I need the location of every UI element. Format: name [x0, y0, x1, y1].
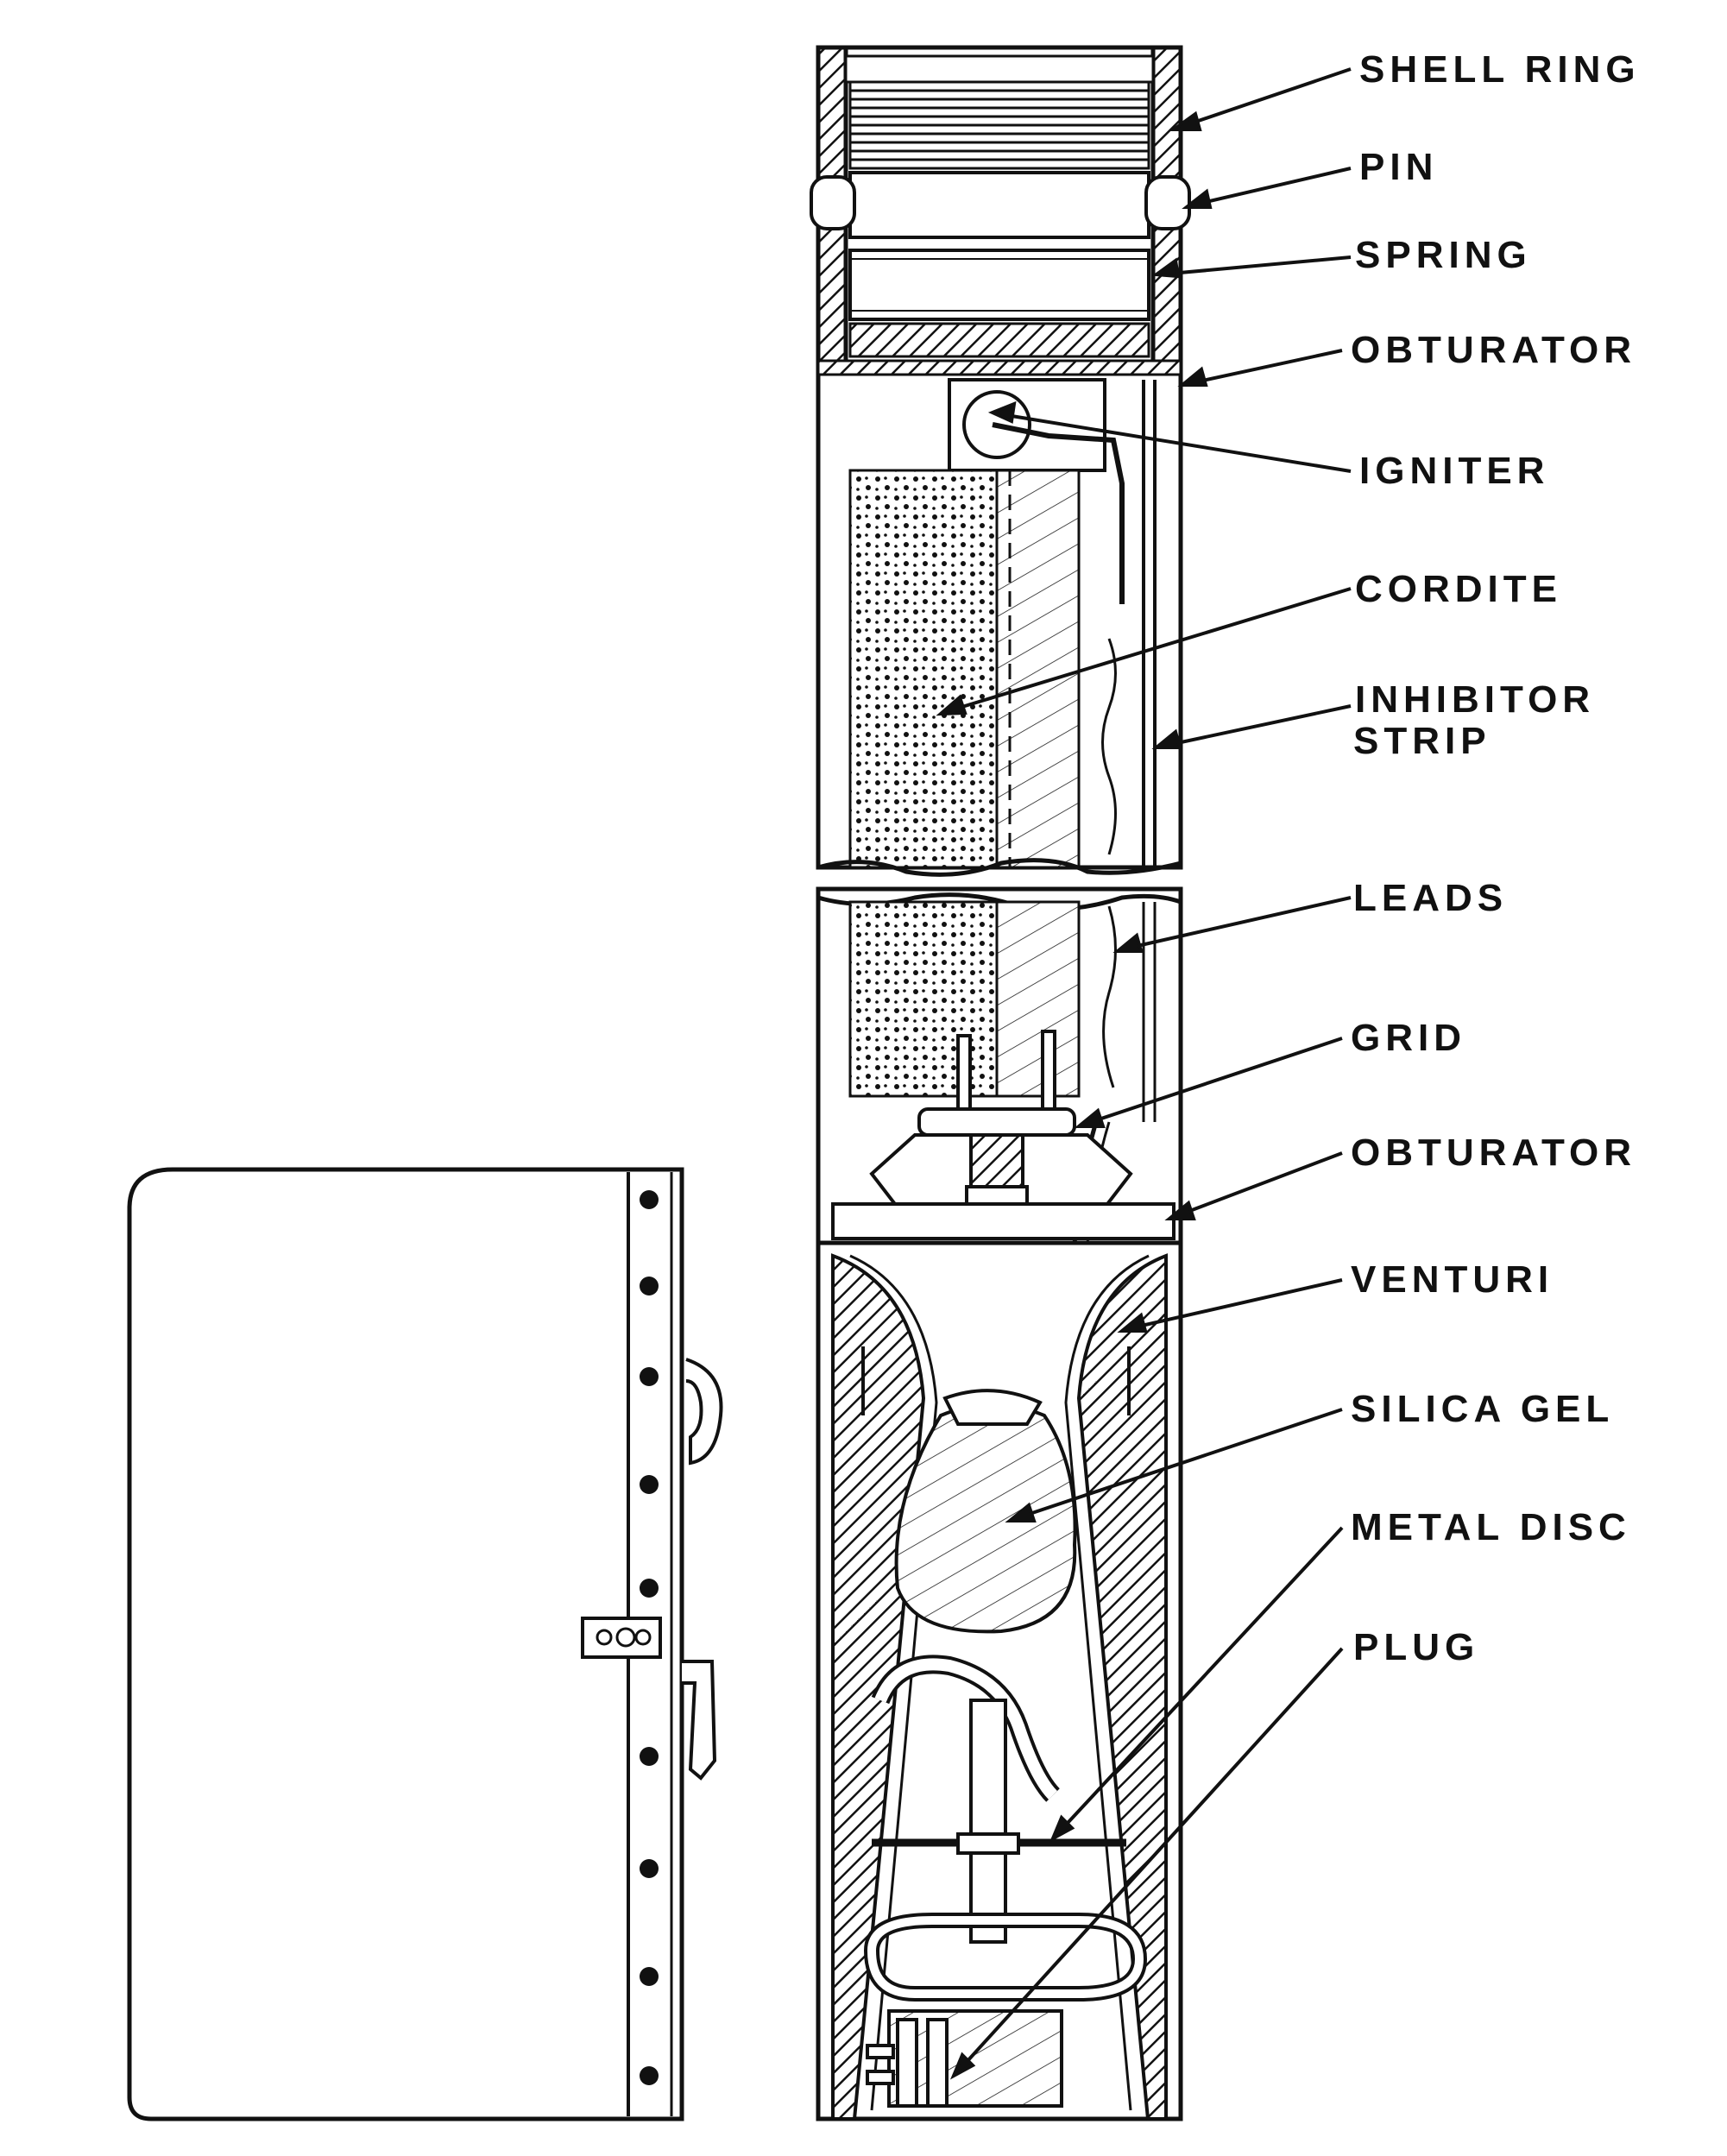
leader-lines — [936, 67, 1352, 2080]
obturator-bottom — [831, 1202, 1175, 1240]
case-handle-lower — [682, 1660, 717, 1781]
label-spring: SPRING — [1355, 234, 1532, 276]
label-plug: PLUG — [1353, 1626, 1479, 1668]
label-cordite: CORDITE — [1355, 568, 1562, 610]
label-leads: LEADS — [1353, 877, 1508, 919]
label-igniter: IGNITER — [1359, 450, 1549, 492]
silica-gel-bag — [894, 1389, 1077, 1634]
label-inhibitor-line1: INHIBITOR — [1355, 678, 1595, 721]
case-handle-upper — [685, 1358, 723, 1466]
callout-labels: SHELL RING PIN SPRING OBTURATOR IGNITER … — [1351, 48, 1641, 1668]
rivet-row — [640, 1190, 659, 2085]
label-obturator-top: OBTURATOR — [1351, 329, 1636, 371]
rocket-cutaway — [810, 45, 1191, 2121]
label-inhibitor-line2: STRIP — [1353, 720, 1491, 762]
label-silica-gel: SILICA GEL — [1351, 1388, 1614, 1430]
cordite-grain-lower — [848, 900, 999, 1098]
container-case — [127, 1167, 723, 2121]
label-venturi: VENTURI — [1351, 1258, 1554, 1301]
label-grid: GRID — [1351, 1017, 1466, 1059]
inhibitor-strip — [1101, 380, 1157, 867]
plug — [863, 1655, 1148, 2108]
case-latch — [581, 1617, 662, 1659]
label-obturator-bottom: OBTURATOR — [1351, 1132, 1636, 1174]
obturator-top — [816, 359, 1182, 376]
spring — [848, 249, 1150, 321]
label-pin: PIN — [1359, 146, 1438, 188]
pin — [810, 171, 1191, 239]
label-metal-disc: METAL DISC — [1351, 1506, 1631, 1548]
label-shell-ring: SHELL RING — [1359, 48, 1641, 91]
cordite-grain-upper — [848, 469, 999, 869]
break-line-top — [817, 858, 1182, 877]
igniter — [948, 378, 1125, 604]
